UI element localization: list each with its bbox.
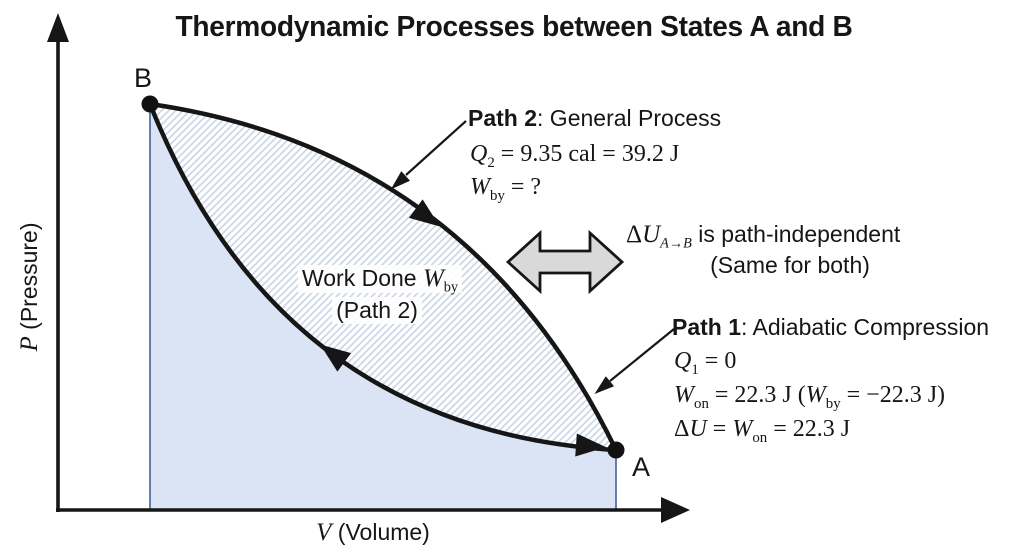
work-label-symbol: W: [422, 265, 444, 292]
path2-heading-bold: Path 2: [468, 105, 538, 131]
y-axis-symbol: P: [16, 336, 43, 352]
area-under-path1: [150, 104, 616, 510]
work-region-label-line1: Work Done Wby: [297, 265, 463, 296]
w2-symbol: W: [470, 174, 490, 200]
w-by-sub: by: [825, 395, 841, 412]
q1-sub: 1: [691, 361, 699, 378]
center-note-text: is path-independent: [691, 221, 901, 247]
y-axis-label: P (Pressure): [16, 222, 44, 351]
w2-value: = ?: [504, 174, 542, 200]
du-delta: Δ: [674, 416, 690, 442]
state-a-point: [607, 441, 625, 459]
x-axis-label: V (Volume): [316, 519, 430, 547]
path2-callout-arrow-line: [405, 120, 467, 176]
du-symbol: U: [689, 416, 707, 442]
du-w-symbol: W: [732, 416, 753, 442]
path2-heading-rest: : General Process: [537, 105, 722, 131]
center-note-line2: (Same for both): [710, 252, 870, 278]
work-region-label-line2: (Path 2): [332, 297, 422, 324]
delta-symbol: Δ: [626, 221, 643, 248]
path2-note-work: Wby = ?: [470, 174, 542, 204]
u-sub: A→B: [660, 235, 692, 252]
state-b-point: [141, 95, 159, 113]
center-note-line1: ΔUA→B is path-independent: [626, 221, 901, 252]
path2-note-heading: Path 2: General Process: [468, 105, 721, 132]
path1-callout-arrow-line: [609, 328, 675, 382]
q2-value: = 9.35 cal = 39.2 J: [494, 141, 680, 167]
path2-direction-arrowhead: [408, 199, 440, 227]
y-axis-text: (Pressure): [16, 222, 42, 337]
path1-note-heading: Path 1: Adiabatic Compression: [672, 314, 989, 341]
y-axis-arrowhead: [47, 13, 69, 42]
w-by-value: = −22.3 J): [840, 382, 946, 408]
w2-sub: by: [490, 187, 505, 204]
double-headed-arrow: [505, 229, 625, 295]
work-label-sub: by: [443, 279, 459, 296]
x-axis-symbol: V: [316, 519, 332, 546]
q1-symbol: Q: [674, 348, 692, 374]
path2-note-heat: Q2 = 9.35 cal = 39.2 J: [470, 141, 680, 171]
w-by-symbol: W: [805, 382, 826, 408]
path1-note-internal-energy: ΔU = Won = 22.3 J: [674, 416, 851, 446]
du-value: = 22.3 J: [767, 416, 851, 442]
w-on-sub: on: [694, 395, 709, 412]
path1-note-work: Won = 22.3 J (Wby = −22.3 J): [674, 382, 946, 412]
x-axis-text: (Volume): [331, 519, 430, 545]
path1-callout-arrowhead: [594, 376, 615, 394]
path2-callout-arrowhead: [390, 171, 411, 190]
state-a-label: A: [632, 452, 651, 482]
du-equals: =: [706, 416, 733, 442]
arrowhead-into-state-a: [575, 433, 606, 457]
q1-value: = 0: [698, 348, 737, 374]
work-label-prefix: Work Done: [301, 265, 423, 291]
q2-symbol: Q: [470, 141, 488, 167]
u-symbol: U: [642, 221, 661, 248]
path1-heading-bold: Path 1: [672, 314, 742, 340]
w-on-symbol: W: [674, 382, 694, 408]
path1-direction-arrowhead: [320, 344, 352, 372]
x-axis-arrowhead: [661, 497, 690, 523]
state-b-label: B: [134, 63, 153, 93]
diagram-title: Thermodynamic Processes between States A…: [175, 11, 853, 43]
path1-heading-rest: : Adiabatic Compression: [741, 314, 990, 340]
w-on-value: = 22.3 J (: [708, 382, 806, 408]
q2-sub: 2: [487, 154, 495, 171]
du-w-sub: on: [752, 429, 768, 446]
path1-note-heat: Q1 = 0: [674, 348, 737, 378]
